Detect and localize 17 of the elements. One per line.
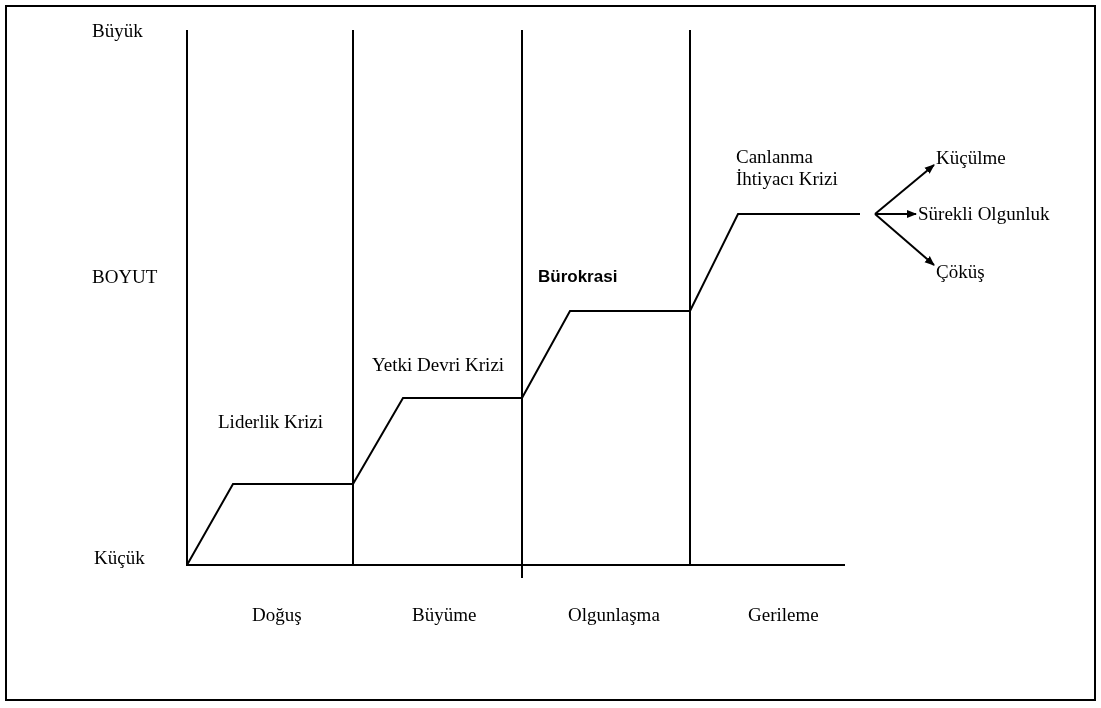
outcome-label: Çöküş [936,261,985,283]
crisis-label: Liderlik Krizi [218,411,323,433]
crisis-label: Bürokrasi [538,266,618,288]
crisis-label: Yetki Devri Krizi [372,354,505,376]
arrow [874,213,935,266]
axis-label: Küçük [94,547,145,569]
outcome-label: Küçülme [936,147,1006,169]
stage-label: Gerileme [748,604,819,626]
arrow [874,210,917,218]
crisis-label: Canlanma İhtiyacı Krizi [736,146,839,190]
axis-label: Büyük [92,20,143,42]
stage-label: Büyüme [412,604,477,626]
stage-label: Olgunlaşma [568,604,660,626]
axis-label: BOYUT [92,266,158,288]
stage-label: Doğuş [252,604,302,626]
arrow [874,164,935,215]
outcome-label: Sürekli Olgunluk [918,203,1050,225]
